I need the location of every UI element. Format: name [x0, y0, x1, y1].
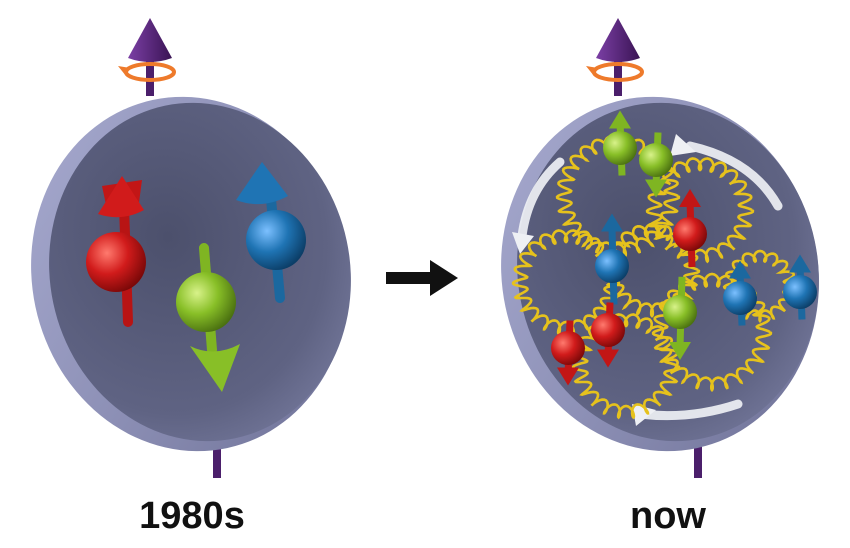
- proton-now: [501, 18, 819, 478]
- quark-icon: [595, 213, 629, 305]
- orbital-arrowhead: [512, 232, 534, 254]
- spin-axis-bottom: [213, 440, 221, 478]
- spin-axis-top: [614, 52, 622, 96]
- orbital-motion-arrow-icon: [517, 141, 783, 421]
- sea-quark-icon: [551, 110, 817, 386]
- gluon-coil: [645, 157, 755, 264]
- proton-disk-face: [49, 102, 351, 442]
- quark-icon: [603, 110, 637, 176]
- caption-1980s: 1980s: [139, 495, 245, 537]
- spin-axis-bottom: [694, 440, 702, 478]
- red-quark-icon: [86, 176, 146, 327]
- quark-icon: [591, 302, 625, 368]
- spin-rotation-arrowhead: [118, 66, 130, 76]
- quark-icon: [783, 254, 817, 320]
- quark-icon: [663, 276, 697, 360]
- quark-icon: [551, 320, 585, 386]
- right-arrow-icon: [386, 260, 458, 296]
- spin-axis-top: [146, 52, 154, 96]
- caption-now: now: [630, 495, 706, 537]
- blue-quark-icon: [236, 162, 306, 303]
- gluon-coil: [571, 313, 681, 420]
- gluon-coil: [511, 229, 621, 336]
- gluon-coil: [722, 249, 798, 324]
- green-quark-icon: [176, 243, 240, 392]
- orbital-arrowhead: [670, 134, 696, 156]
- quark-icon: [673, 189, 707, 268]
- gluon-coil: [555, 135, 681, 258]
- quark-icon: [639, 132, 673, 198]
- orbital-arrowhead: [632, 404, 656, 426]
- spin-rotation-arrowhead: [586, 66, 598, 76]
- spin-up-cone-icon: [128, 18, 172, 62]
- quark-icon: [723, 260, 757, 326]
- spin-up-cone-icon: [596, 18, 640, 62]
- proton-1980s: [31, 18, 351, 478]
